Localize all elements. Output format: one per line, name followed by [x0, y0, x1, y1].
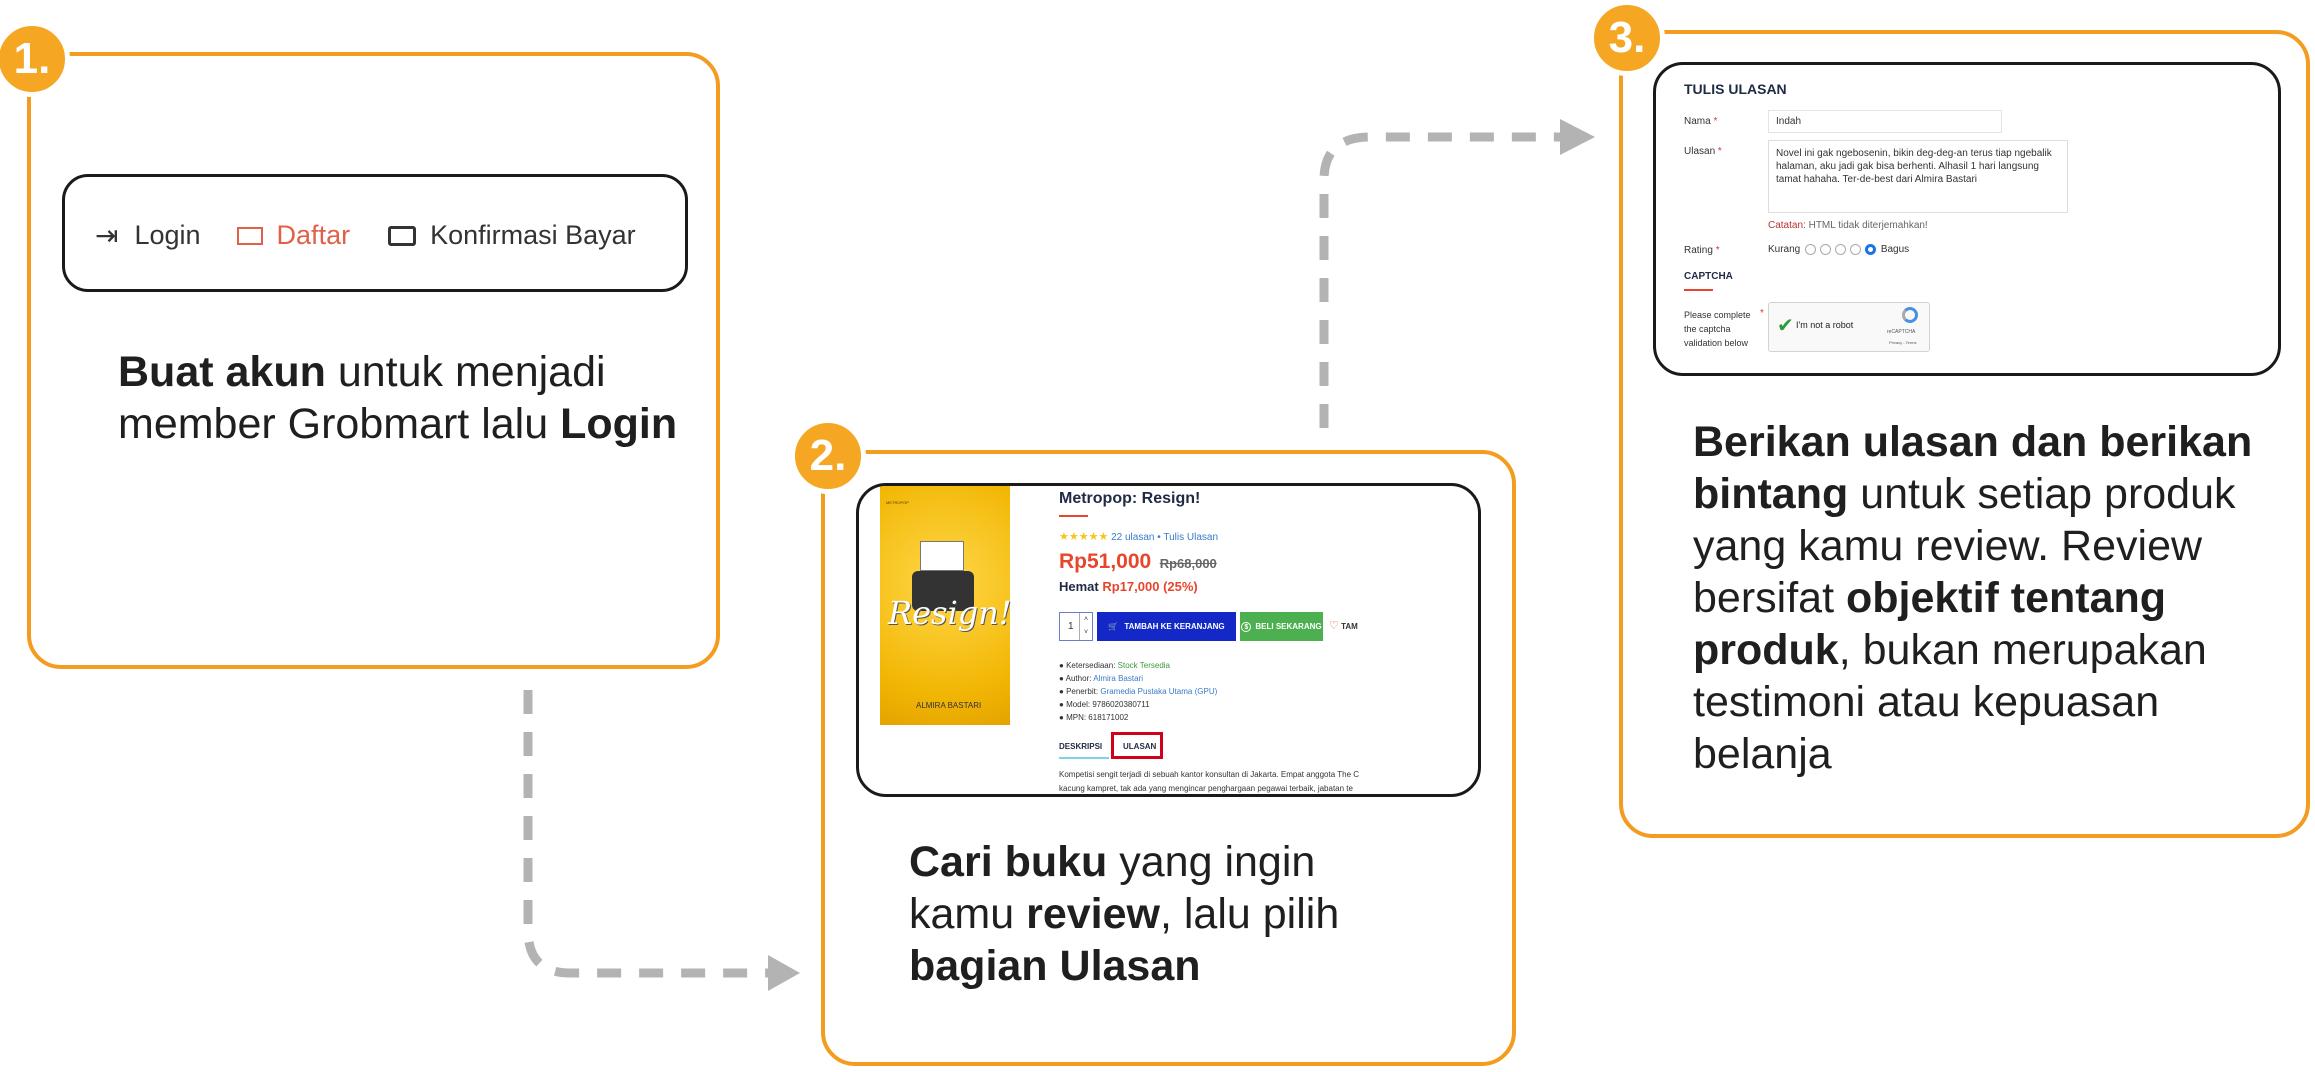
spec-item: ● Model: 9786020380711: [1059, 700, 1150, 709]
note-label: Catatan:: [1768, 220, 1806, 231]
add-to-cart-button[interactable]: 🛒 TAMBAH KE KERANJANG: [1097, 612, 1236, 641]
desc-text: , bukan merupakan testimoni atau kepuasa…: [1693, 626, 2207, 778]
desc-text: untuk setiap produk yang kamu review. Re…: [1693, 470, 2236, 622]
rating-radio-1[interactable]: [1805, 244, 1817, 255]
desc-bold: bagian Ulasan: [909, 942, 1201, 990]
payment-icon[interactable]: [388, 225, 417, 246]
spec-list: ● Ketersediaan: Stock Tersedia ● Author:…: [1059, 659, 1217, 724]
rating-radio-2[interactable]: [1820, 244, 1832, 255]
cover-author: ALMIRA BASTARI: [916, 701, 982, 710]
arrowhead-step3: [1560, 119, 1595, 155]
recaptcha-logo-icon: [1902, 307, 1918, 323]
name-label: Nama: [1684, 116, 1711, 127]
note-text: HTML tidak diterjemahkan!: [1808, 220, 1928, 231]
blurb-line: Kompetisi sengit terjadi di sebuah kanto…: [1059, 770, 1360, 779]
reviews-count-link[interactable]: 22 ulasan: [1111, 532, 1155, 543]
payment-confirm-link[interactable]: Konfirmasi Bayar: [430, 220, 636, 250]
step-2-badge: 2.: [790, 418, 866, 494]
arrow-step1-to-step2: [523, 690, 768, 978]
recaptcha-widget[interactable]: ✔ I'm not a robot reCAPTCHA Privacy - Te…: [1768, 302, 1930, 352]
write-review-link[interactable]: Tulis Ulasan: [1163, 532, 1219, 543]
desc-bold: Buat akun: [118, 348, 326, 396]
heart-icon: ♡: [1329, 620, 1339, 632]
register-icon[interactable]: [236, 226, 263, 245]
tab-reviews[interactable]: ULASAN: [1111, 732, 1163, 759]
buy-now-label: BELI SEKARANG: [1255, 622, 1322, 631]
privacy-terms-link[interactable]: Privacy - Terms: [1889, 340, 1917, 345]
arrowhead-step2: [768, 955, 800, 991]
blurb-line: kacung kampret, tak ada yang mengincar p…: [1059, 784, 1353, 793]
spec-item: ● Ketersediaan: Stock Tersedia: [1059, 661, 1170, 670]
desc-bold: Cari buku: [909, 838, 1108, 886]
dollar-icon: $: [1241, 621, 1252, 632]
required-mark: *: [1760, 308, 1764, 319]
add-to-cart-label: TAMBAH KE KERANJANG: [1124, 622, 1225, 631]
login-link[interactable]: Login: [134, 220, 201, 250]
step-1-description: Buat akun untuk menjadi member Grobmart …: [118, 346, 678, 450]
captcha-label: Please complete the captcha validation b…: [1684, 310, 1751, 348]
book-cover[interactable]: METROPOP Resign! ALMIRA BASTARI: [880, 486, 1012, 725]
quantity-value[interactable]: 1: [1068, 621, 1074, 632]
rating-radio-3[interactable]: [1835, 244, 1847, 255]
wishlist-label: TAM: [1341, 622, 1358, 631]
name-input[interactable]: Indah: [1768, 110, 2002, 133]
not-robot-label: I'm not a robot: [1796, 320, 1854, 330]
tab-description[interactable]: DESKRIPSI: [1059, 732, 1109, 759]
wishlist-button[interactable]: ♡ TAM: [1329, 619, 1358, 632]
captcha-heading: CAPTCHA: [1684, 271, 1733, 282]
review-textarea[interactable]: Novel ini gak ngebosenin, bikin deg-deg-…: [1768, 140, 2068, 213]
review-label: Ulasan: [1684, 146, 1716, 157]
spec-item: ● Author: Almira Bastari: [1059, 674, 1143, 683]
form-title: TULIS ULASAN: [1684, 81, 1787, 97]
desc-bold: objektif tentang produk: [1693, 574, 2167, 674]
cover-publisher: METROPOP: [886, 500, 909, 505]
separator: •: [1157, 532, 1161, 543]
step-2-description: Cari buku yang ingin kamu review, lalu p…: [909, 836, 1429, 992]
review-form-screenshot: TULIS ULASAN Nama * Indah Ulasan * Novel…: [1653, 62, 2281, 376]
recaptcha-text: reCAPTCHA: [1887, 329, 1916, 335]
desc-text: untuk menjadi member Grobmart lalu: [118, 348, 606, 448]
desc-bold: Login: [560, 400, 678, 448]
cart-icon: 🛒: [1108, 622, 1119, 631]
author-link[interactable]: Almira Bastari: [1093, 674, 1143, 683]
nav-screenshot: ⇥ Login Daftar Konfirmasi Bayar: [62, 174, 688, 292]
required-mark: *: [1713, 116, 1718, 127]
step-1-card: [27, 52, 720, 669]
quantity-stepper[interactable]: 1 ˄˅: [1059, 612, 1093, 641]
old-price: Rp68,000: [1159, 556, 1217, 571]
spec-item: ● Penerbit: Gramedia Pustaka Utama (GPU): [1059, 687, 1218, 696]
rating-low-label: Kurang: [1768, 244, 1801, 256]
rating-radio-4[interactable]: [1850, 244, 1862, 255]
register-link[interactable]: Daftar: [276, 220, 351, 250]
rating-label: Rating: [1684, 245, 1713, 256]
desc-bold: Berikan ulasan dan berikan bintang: [1693, 418, 2253, 518]
save-value: Rp17,000 (25%): [1102, 579, 1198, 594]
price: Rp51,000: [1059, 550, 1152, 573]
cover-title: Resign!: [888, 594, 1012, 632]
desc-text: , lalu pilih: [1159, 890, 1340, 938]
rating-stars: ★★★★★: [1059, 531, 1109, 543]
login-icon[interactable]: ⇥: [95, 220, 119, 251]
publisher-link[interactable]: Gramedia Pustaka Utama (GPU): [1100, 687, 1218, 696]
spec-item: ● MPN: 618171002: [1059, 713, 1129, 722]
step-3-description: Berikan ulasan dan berikan bintang untuk…: [1693, 416, 2273, 780]
desc-bold: review: [1026, 890, 1160, 938]
product-screenshot: METROPOP Resign! ALMIRA BASTARI Metropop…: [856, 483, 1481, 797]
required-mark: *: [1715, 245, 1720, 256]
checkmark-icon[interactable]: ✔: [1777, 315, 1794, 337]
step-1-badge: 1.: [0, 21, 70, 97]
required-mark: *: [1717, 146, 1722, 157]
product-title: Metropop: Resign!: [1059, 490, 1201, 507]
step-3-badge: 3.: [1589, 0, 1665, 76]
desc-text: yang ingin kamu: [909, 838, 1316, 938]
buy-now-button[interactable]: $BELI SEKARANG: [1240, 612, 1323, 641]
arrow-step2-to-step3: [1319, 132, 1560, 428]
save-label: Hemat: [1059, 579, 1099, 594]
rating-high-label: Bagus: [1880, 244, 1910, 256]
rating-radio-5[interactable]: [1865, 244, 1877, 255]
